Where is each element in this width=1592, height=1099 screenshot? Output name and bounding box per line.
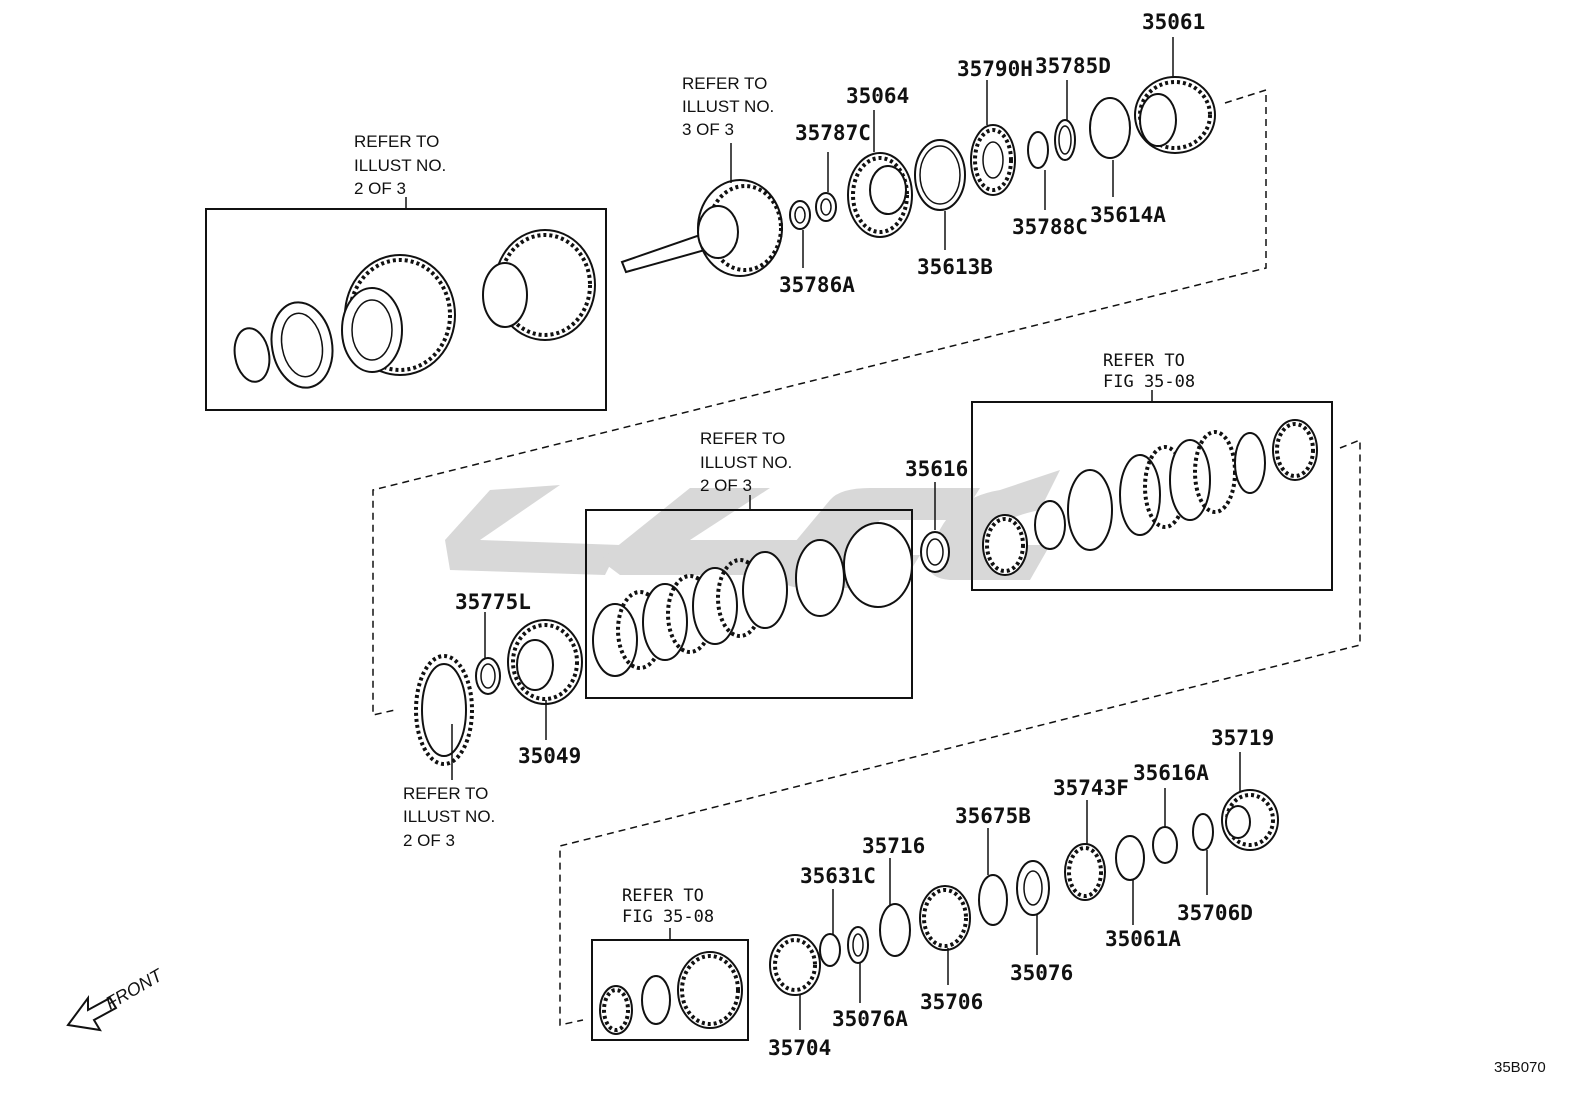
dashed-connector-2 (559, 438, 1361, 1026)
part-35049 (507, 619, 583, 705)
part-35076A (847, 926, 869, 964)
part-35616A (1152, 826, 1178, 864)
front-arrow-icon (66, 994, 118, 1032)
clutch-hub-part (482, 229, 596, 341)
part-35743F (1064, 843, 1106, 901)
part-35076 (1016, 860, 1050, 916)
svg-text:REFER TO: REFER TO (1103, 351, 1185, 371)
svg-text:REFER TO: REFER TO (700, 429, 785, 448)
label-35061A: 35061A (1105, 927, 1181, 951)
label-35787C: 35787C (795, 121, 871, 145)
part-35716 (879, 903, 911, 957)
svg-text:2 OF 3: 2 OF 3 (700, 476, 752, 495)
svg-text:3 OF 3: 3 OF 3 (682, 120, 734, 139)
label-35675B: 35675B (955, 804, 1031, 828)
svg-text:2 OF 3: 2 OF 3 (354, 179, 406, 198)
part-35631C (819, 933, 841, 967)
bearing-race-part (270, 301, 334, 389)
label-35076A: 35076A (832, 1007, 908, 1031)
svg-text:REFER TO: REFER TO (354, 132, 439, 151)
svg-text:REFER TO: REFER TO (622, 886, 704, 906)
label-35064: 35064 (846, 84, 909, 108)
note-illust3: REFER TO ILLUST NO. 3 OF 3 (682, 74, 774, 139)
part-35613B (914, 139, 966, 211)
note-fig-bottom: REFER TO FIG 35-08 (622, 886, 714, 927)
svg-text:ILLUST NO.: ILLUST NO. (354, 156, 446, 175)
part-35786A (789, 200, 811, 230)
svg-text:ILLUST NO.: ILLUST NO. (700, 453, 792, 472)
svg-text:2 OF 3: 2 OF 3 (403, 831, 455, 850)
label-35786A: 35786A (779, 273, 855, 297)
label-35788C: 35788C (1012, 215, 1088, 239)
svg-text:REFER TO: REFER TO (682, 74, 767, 93)
part-35785D (1054, 119, 1076, 161)
clutch-plates-part (592, 522, 913, 677)
part-35704 (769, 934, 821, 996)
diagram-code: 35B070 (1494, 1059, 1546, 1076)
input-shaft-part (620, 179, 783, 277)
label-35775L: 35775L (455, 590, 531, 614)
part-35061A (1115, 835, 1145, 881)
note-illust2-top: REFER TO ILLUST NO. 2 OF 3 (354, 132, 446, 198)
svg-text:FIG 35-08: FIG 35-08 (1103, 372, 1195, 392)
note-fig-right: REFER TO FIG 35-08 (1103, 351, 1195, 392)
label-35076: 35076 (1010, 961, 1073, 985)
svg-text:FIG 35-08: FIG 35-08 (622, 907, 714, 927)
svg-text:ILLUST NO.: ILLUST NO. (403, 807, 495, 826)
part-35775L (475, 657, 501, 695)
label-35716: 35716 (862, 834, 925, 858)
friction-plate-part (414, 654, 474, 766)
label-35719: 35719 (1211, 726, 1274, 750)
part-35616 (920, 531, 950, 573)
part-35675B (978, 874, 1008, 926)
label-35613B: 35613B (917, 255, 993, 279)
snap-ring-part (233, 327, 271, 383)
part-35788C (1027, 131, 1049, 169)
bottom-box-parts (599, 951, 743, 1035)
label-35704: 35704 (768, 1036, 831, 1060)
label-35616A: 35616A (1133, 761, 1209, 785)
svg-text:REFER TO: REFER TO (403, 784, 488, 803)
part-35790H (970, 124, 1016, 196)
note-illust2-middle: REFER TO ILLUST NO. 2 OF 3 (700, 429, 792, 495)
label-35616: 35616 (905, 457, 968, 481)
label-35049: 35049 (518, 744, 581, 768)
part-35787C (815, 192, 837, 222)
part-35706D (1192, 813, 1214, 851)
dashed-connector-1 (372, 88, 1267, 716)
part-35064 (847, 152, 913, 238)
label-35743F: 35743F (1053, 776, 1129, 800)
part-35061 (1134, 76, 1216, 154)
label-35614A: 35614A (1090, 203, 1166, 227)
svg-text:ILLUST NO.: ILLUST NO. (682, 97, 774, 116)
label-35785D: 35785D (1035, 54, 1111, 78)
clutch-drum-part (341, 254, 456, 376)
note-illust2-bottom: REFER TO ILLUST NO. 2 OF 3 (403, 784, 495, 850)
label-35061: 35061 (1142, 10, 1205, 34)
refer-box-middle (585, 509, 913, 699)
label-35631C: 35631C (800, 864, 876, 888)
part-35706 (919, 885, 971, 951)
part-35719 (1221, 789, 1279, 851)
clutch-pack-part (982, 419, 1318, 576)
front-label: FRONT (102, 964, 167, 1013)
label-35706D: 35706D (1177, 901, 1253, 925)
label-35706: 35706 (920, 990, 983, 1014)
label-35790H: 35790H (957, 57, 1033, 81)
part-35614A (1089, 97, 1131, 159)
